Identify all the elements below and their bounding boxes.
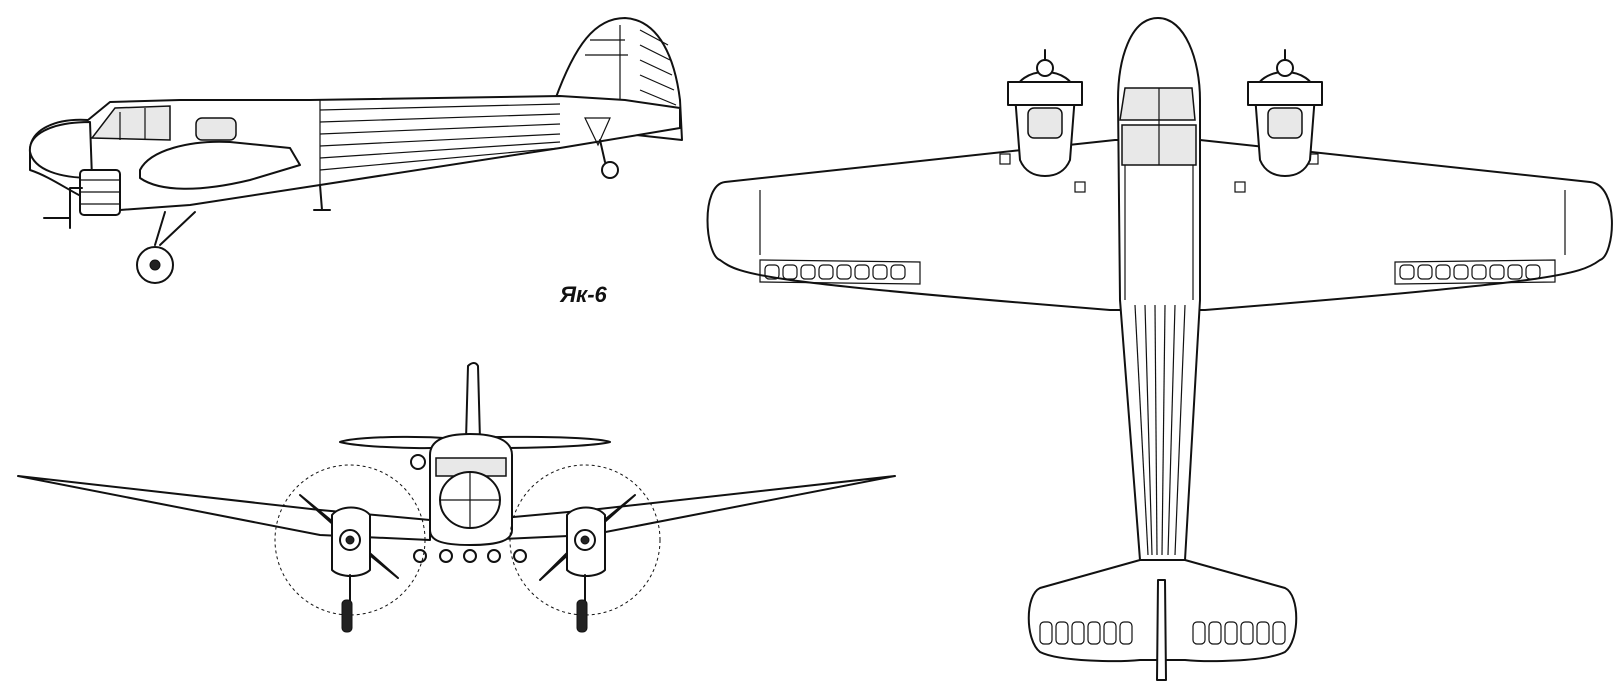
aircraft-designation-label: Як-6 <box>560 282 607 307</box>
side-view <box>28 17 683 284</box>
top-view <box>706 17 1613 681</box>
front-view-fin <box>465 362 481 441</box>
side-view-engine-nacelle <box>139 140 301 190</box>
front-view <box>17 362 896 633</box>
side-view-tail-wheel <box>601 161 619 179</box>
front-view-left-propeller-disc <box>274 464 426 616</box>
front-view-right-propeller-disc <box>509 464 661 616</box>
front-view-right-wing <box>479 475 896 541</box>
